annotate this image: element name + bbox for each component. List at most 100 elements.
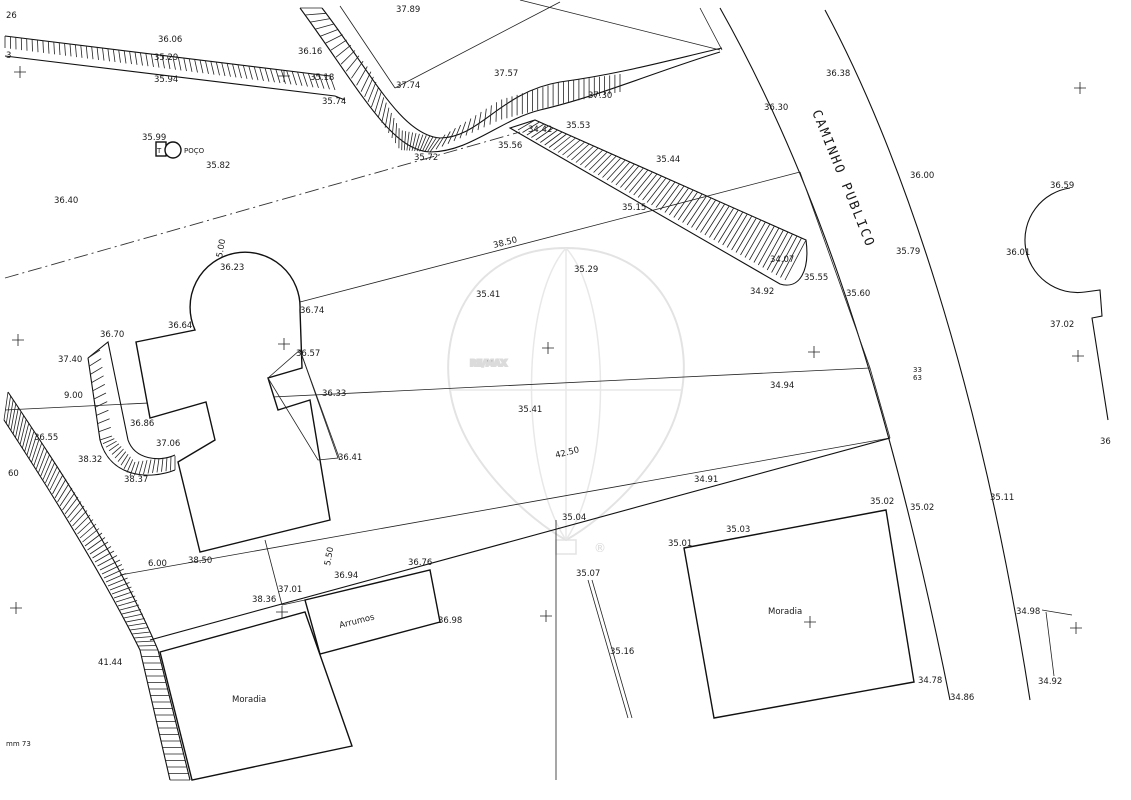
elev-label: 36.16 xyxy=(298,47,322,57)
elev-label: 35.07 xyxy=(576,569,600,579)
survey-cross-mark xyxy=(276,606,288,618)
elev-label: 35.01 xyxy=(668,539,692,549)
elev-label: 34.91 xyxy=(694,475,718,485)
elev-label: 36.40 xyxy=(54,196,78,206)
elev-label: 37.40 xyxy=(58,355,82,365)
elev-label: 35.94 xyxy=(154,75,178,85)
remax-watermark: RE/MAX ® xyxy=(447,246,685,555)
elev-label: 36.33 xyxy=(322,389,346,399)
house-label: Moradia xyxy=(232,695,266,705)
survey-cross-mark xyxy=(542,342,554,354)
survey-cross-mark xyxy=(540,610,552,622)
elev-label: 36.38 xyxy=(826,69,850,79)
elev-label: 41.44 xyxy=(98,658,122,668)
elev-label: 34.86 xyxy=(950,693,974,703)
embankment-left xyxy=(3,391,191,781)
house-bottom-left xyxy=(159,611,353,781)
elev-label: 36.41 xyxy=(338,453,362,463)
elev-label: 36.74 xyxy=(300,306,324,316)
dimension-label: 6.00 xyxy=(148,559,167,569)
elev-label: 36 xyxy=(1100,437,1111,447)
elev-label: 34.42 xyxy=(528,125,552,135)
elev-label: 36.86 xyxy=(130,419,154,429)
storage-building xyxy=(304,569,441,655)
elev-label: 35.41 xyxy=(518,405,542,415)
well-mark: T xyxy=(156,147,162,155)
survey-cross-mark xyxy=(1070,622,1082,634)
watermark-registered: ® xyxy=(594,541,606,555)
elev-label: 38.36 xyxy=(252,595,276,605)
elev-label: 36.57 xyxy=(296,349,320,359)
elev-label: 36.76 xyxy=(408,558,432,568)
elev-label: 35.11 xyxy=(990,493,1014,503)
elev-label: 35.44 xyxy=(656,155,680,165)
elev-label: 36.23 xyxy=(220,263,244,273)
elev-label: 36.59 xyxy=(1050,181,1074,191)
elev-label: 34.07 xyxy=(770,255,794,265)
embankment-top-left xyxy=(4,35,346,101)
elev-label: 26 xyxy=(6,11,17,21)
elev-label: 36.30 xyxy=(764,103,788,113)
elev-label: 35.15 xyxy=(622,203,646,213)
retaining-wall-left xyxy=(87,341,176,477)
elev-label: 38.50 xyxy=(188,556,212,566)
elev-label: 35.99 xyxy=(142,133,166,143)
survey-cross-mark xyxy=(808,346,820,358)
elev-label: 35.82 xyxy=(206,161,230,171)
elev-label: 35.56 xyxy=(498,141,522,151)
elev-label: 35.74 xyxy=(322,97,346,107)
elev-label: 3 xyxy=(6,51,11,61)
survey-cross-mark xyxy=(1074,82,1086,94)
property-boundary xyxy=(4,131,521,279)
survey-cross-mark xyxy=(278,338,290,350)
elev-label: 36.00 xyxy=(910,171,934,181)
elev-label: 34.94 xyxy=(770,381,794,391)
dimension-label: 42.50 xyxy=(554,445,580,461)
elev-label: 37.01 xyxy=(278,585,302,595)
elev-label: 37.30 xyxy=(588,91,612,101)
survey-cross-mark xyxy=(14,66,26,78)
elev-label: 35.29 xyxy=(574,265,598,275)
neighbor-structure xyxy=(1024,187,1109,421)
elev-label: 35.53 xyxy=(566,121,590,131)
corner-note: mm 73 xyxy=(6,740,31,748)
survey-cross-mark xyxy=(10,602,22,614)
elev-label: 35.02 xyxy=(870,497,894,507)
elev-label: 37.06 xyxy=(156,439,180,449)
survey-cross-mark xyxy=(1072,350,1084,362)
elev-label: 38.32 xyxy=(78,455,102,465)
elev-label: 36.55 xyxy=(34,433,58,443)
survey-cross-mark xyxy=(804,616,816,628)
embankment-curve-top xyxy=(299,0,723,153)
elev-label: 38.37 xyxy=(124,475,148,485)
embankment-diagonal xyxy=(508,119,808,286)
main-house-outline xyxy=(135,251,331,553)
elev-label: 34.98 xyxy=(1016,607,1040,617)
elev-label: 35.60 xyxy=(846,289,870,299)
elev-label: 35.29 xyxy=(154,53,178,63)
elev-label: 35.04 xyxy=(562,513,586,523)
dimension-label: 9.00 xyxy=(64,391,83,401)
survey-cross-mark xyxy=(278,70,290,82)
elev-label: 37.57 xyxy=(494,69,518,79)
survey-crosses xyxy=(10,66,1086,634)
elev-label: 35.79 xyxy=(896,247,920,257)
dimension-label: 5.00 xyxy=(215,238,228,258)
house-bottom-right xyxy=(683,509,915,719)
elev-label: 34.92 xyxy=(750,287,774,297)
house-label: Moradia xyxy=(768,607,802,617)
elev-label: 37.89 xyxy=(396,5,420,15)
parcel-lines xyxy=(4,171,891,641)
public-road xyxy=(719,7,1031,701)
elev-label: 36.64 xyxy=(168,321,192,331)
elev-label: 34.78 xyxy=(918,676,942,686)
elev-label: 35.03 xyxy=(726,525,750,535)
elev-label: 35.55 xyxy=(804,273,828,283)
well-label: POÇO xyxy=(184,147,205,155)
dimension-label: 5.50 xyxy=(323,546,336,566)
elev-label: 35.41 xyxy=(476,290,500,300)
elev-label: 36.98 xyxy=(438,616,462,626)
elev-label: 34.92 xyxy=(1038,677,1062,687)
watermark-text: RE/MAX xyxy=(470,359,507,369)
